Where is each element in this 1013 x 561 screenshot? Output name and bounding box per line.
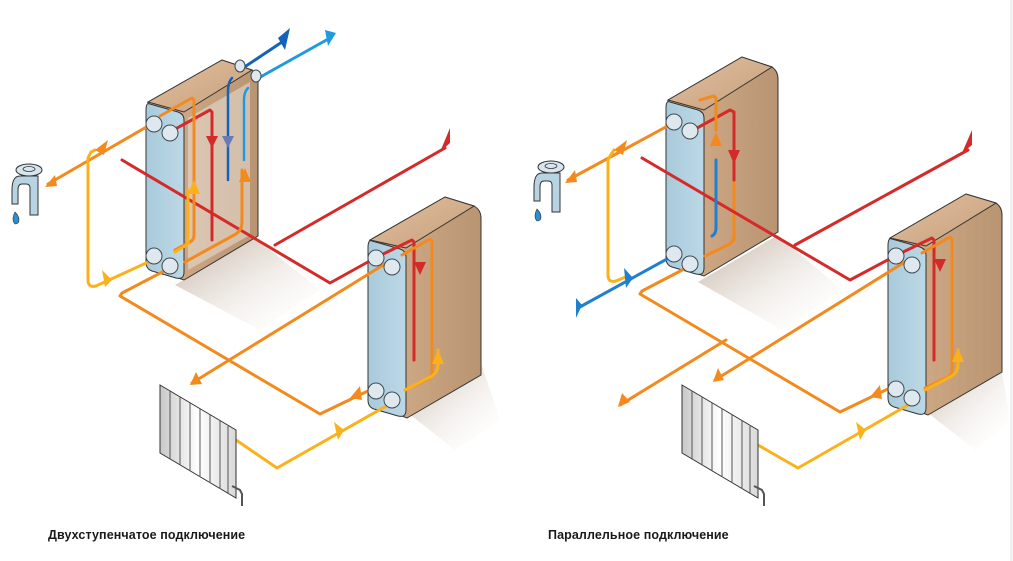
arrow-hx2-bottom-r xyxy=(870,385,882,399)
recirculation-pipe-parallel xyxy=(606,148,630,283)
page-edge xyxy=(1010,0,1013,561)
orange-hx1-to-hx2 xyxy=(118,266,374,416)
arrow-yellow-hx1 xyxy=(188,180,200,194)
hx2-shadow-right xyxy=(918,360,1010,450)
hx1-internal-orange-2 xyxy=(183,168,244,264)
radiator-supply-pipe-parallel xyxy=(713,258,910,382)
red-hx2-in-parallel xyxy=(893,236,936,362)
flow-arrows-left xyxy=(45,28,450,440)
water-drop-icon-right xyxy=(534,208,542,222)
caption-parallel: Параллельное подключение xyxy=(548,528,729,542)
water-tap-icon-right xyxy=(533,160,565,222)
water-tap-icon xyxy=(11,163,43,225)
hx1-internal-orange-parallel xyxy=(698,94,718,132)
hx1-shadow xyxy=(175,238,320,330)
arrow-blue-hx1 xyxy=(222,136,234,148)
hx1-shadow-right xyxy=(698,235,842,330)
recirculation-pipe xyxy=(86,148,159,288)
hot-water-heat-exchanger-parallel xyxy=(665,56,779,277)
internal-blue-2 xyxy=(242,86,250,162)
ports-right xyxy=(665,113,921,407)
hx1-internal-orange-bottom xyxy=(703,232,736,258)
arrow-blue-inlet-2 xyxy=(624,268,633,288)
arrow-yellow-bottom xyxy=(102,270,112,287)
hx2-yellow-internal-parallel xyxy=(923,348,960,392)
arrow-radiator-return-r xyxy=(856,422,866,440)
radiator-return-pipe xyxy=(234,403,390,470)
arrow-red-hx1-r xyxy=(728,150,740,164)
arrow-tap xyxy=(45,175,57,187)
orange-hx1-to-hx2-parallel xyxy=(638,264,894,414)
arrow-orange-hx1 xyxy=(239,168,251,182)
hx1-yellow-internal xyxy=(173,188,190,254)
arrow-red-hx2 xyxy=(414,262,426,275)
hx2-shadow xyxy=(398,360,500,450)
arrow-blue-2 xyxy=(325,30,336,46)
arrow-yellow-hx2-r xyxy=(952,348,964,362)
arrow-tap-r xyxy=(565,170,577,183)
arrow-red-hx2-r xyxy=(934,259,946,272)
arrow-district-return xyxy=(618,393,630,407)
district-return-branch xyxy=(618,338,728,407)
district-supply-pipe xyxy=(273,146,447,247)
arrow-radiator-supply-r xyxy=(713,368,724,382)
arrow-radiator-supply xyxy=(190,372,202,385)
radiator-supply-pipe xyxy=(190,260,390,385)
heating-heat-exchanger xyxy=(367,196,482,419)
arrow-orange-junction xyxy=(95,140,108,155)
caption-two-stage: Двухступенчатое подключение xyxy=(48,528,246,542)
arrow-radiator-return xyxy=(334,422,344,440)
radiator-icon xyxy=(159,384,243,506)
arrow-red-supply xyxy=(440,128,450,152)
radiator-return-pipe-parallel xyxy=(756,403,910,470)
water-drop-icon xyxy=(12,211,20,225)
red-cross xyxy=(120,158,377,285)
internal-blue-1 xyxy=(226,76,234,182)
red-hx1-loop xyxy=(166,108,214,242)
cold-water-pipe-out-2 xyxy=(253,36,332,82)
red-hx2-in xyxy=(373,238,416,362)
hx2-yellow-internal xyxy=(403,348,440,392)
arrow-hx2-bottom xyxy=(350,386,362,400)
arrow-red-hx1 xyxy=(206,136,218,148)
diagram-parallel xyxy=(533,56,1010,506)
arrow-yellow-hx2 xyxy=(432,350,444,364)
heating-heat-exchanger-parallel xyxy=(887,193,1003,416)
hx1-internal-blue-parallel xyxy=(710,158,718,238)
hx1-internal-orange xyxy=(158,96,196,252)
arrow-orange-junction-r xyxy=(614,140,627,155)
ports-left xyxy=(145,59,401,409)
flow-arrows-right xyxy=(565,130,972,440)
red-cross-parallel xyxy=(640,156,897,282)
district-supply-pipe-parallel xyxy=(793,148,970,247)
cold-water-pipe-out-1 xyxy=(238,38,287,72)
arrow-red-supply-r xyxy=(962,130,972,153)
arrow-orange-hx1-r xyxy=(710,132,722,146)
arrow-blue-1 xyxy=(278,28,290,50)
red-hx1-top-parallel xyxy=(686,108,736,182)
radiator-icon-right xyxy=(681,384,765,506)
diagram-two-stage xyxy=(11,28,500,506)
arrow-blue-inlet-1 xyxy=(576,298,582,318)
